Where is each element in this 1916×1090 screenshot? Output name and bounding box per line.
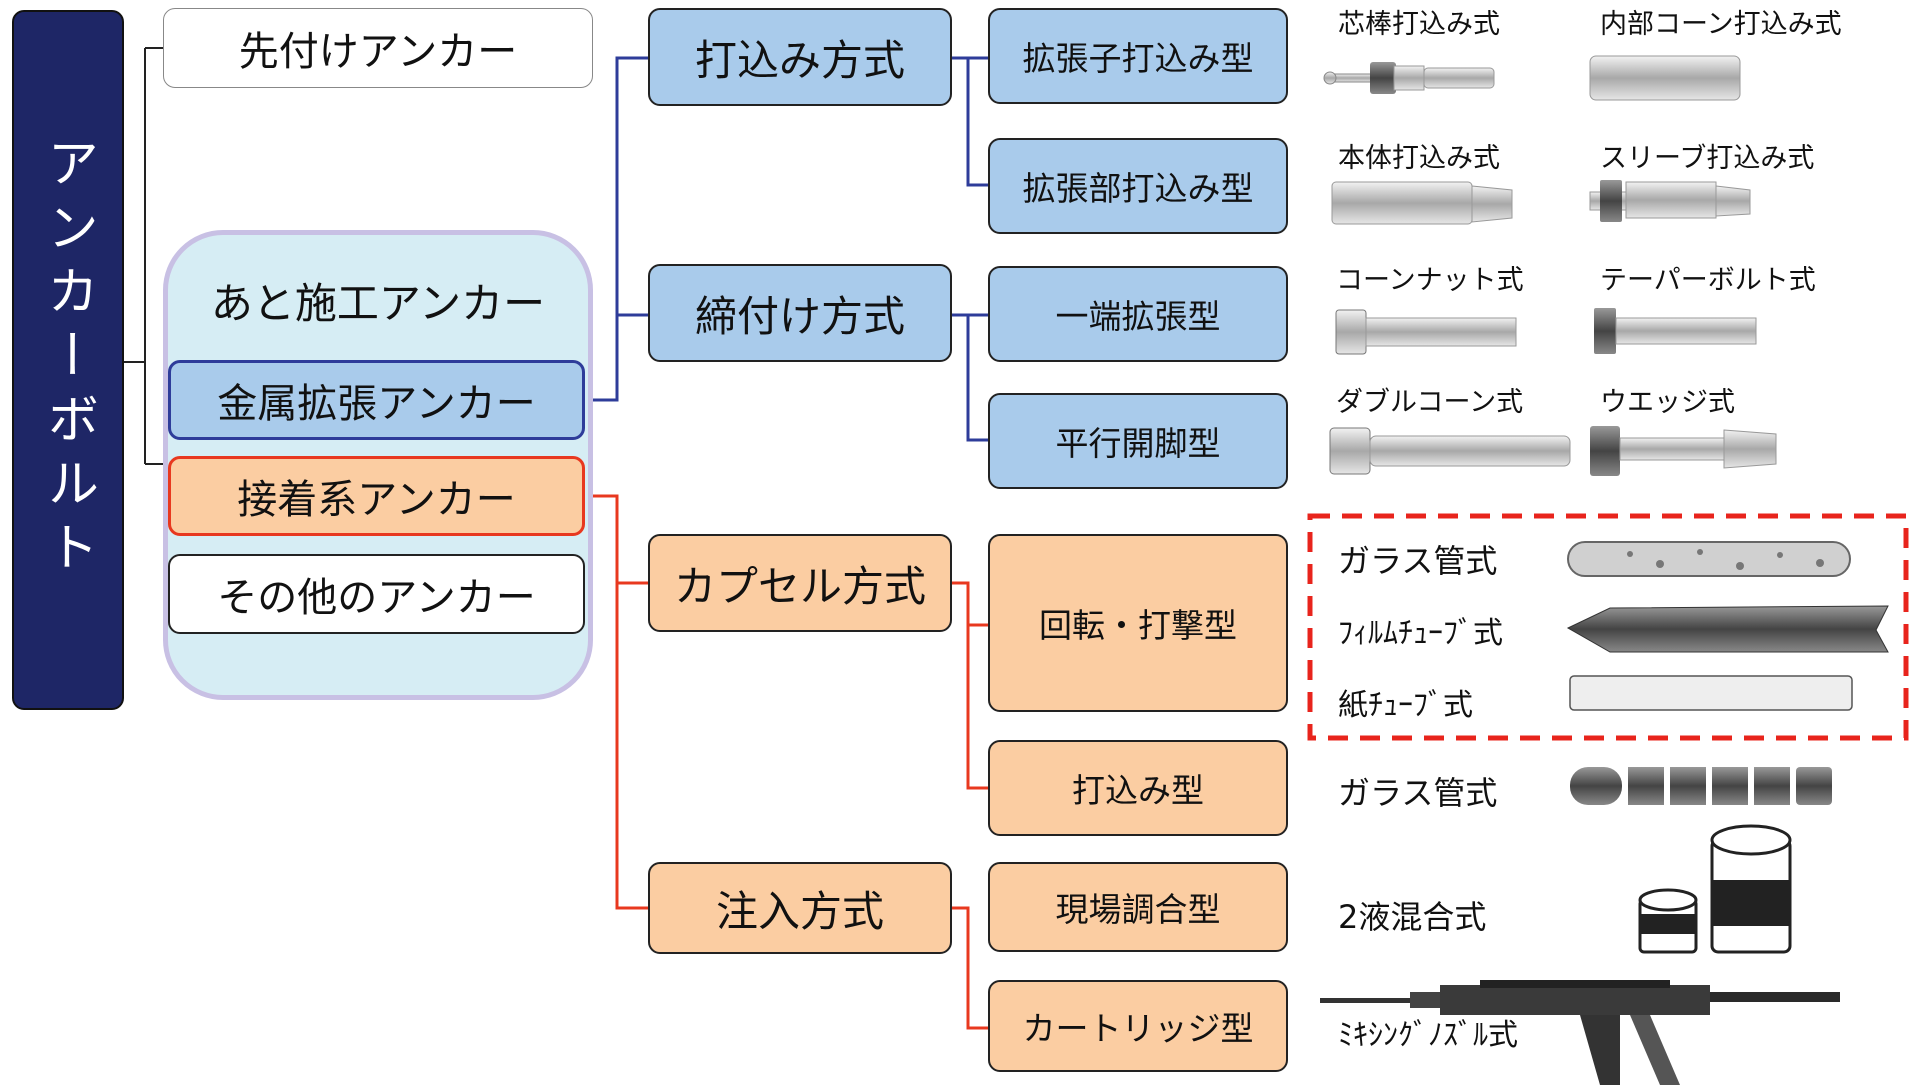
two-liquid-cans-image xyxy=(1638,824,1792,954)
type-drive-label: 打込み型 xyxy=(1072,771,1204,810)
variant-wedge-label: ウエッジ式 xyxy=(1600,387,1735,418)
variant-sleeve-label: スリーブ打込み式 xyxy=(1600,143,1815,174)
variant-cone-nut-label: コーンナット式 xyxy=(1336,265,1524,296)
type-one-end: 一端拡張型 xyxy=(988,266,1288,362)
variant-glass-tube-2-label: ガラス管式 xyxy=(1338,774,1498,812)
variant-two-liquid-label: 2液混合式 xyxy=(1338,898,1487,936)
type-rotary-impact-label: 回転・打撃型 xyxy=(1039,606,1237,645)
type-body-drive: 拡張部打込み型 xyxy=(988,138,1288,234)
type-expander-drive: 拡張子打込み型 xyxy=(988,8,1288,104)
variant-glass-tube-label: ガラス管式 xyxy=(1338,542,1498,580)
film-tube-capsule-image xyxy=(1566,605,1889,653)
method-inject: 注入方式 xyxy=(648,862,952,954)
type-site-mix-label: 現場調合型 xyxy=(1055,890,1221,929)
double-cone-anchor-image xyxy=(1329,427,1571,475)
precast-anchor-box: 先付けアンカー xyxy=(163,8,593,88)
variant-double-cone-label: ダブルコーン式 xyxy=(1336,387,1524,418)
variant-core-rod-label: 芯棒打込み式 xyxy=(1338,9,1500,40)
core-rod-anchor-image xyxy=(1323,62,1495,94)
blue-connectors xyxy=(585,56,988,442)
type-drive: 打込み型 xyxy=(988,740,1288,836)
method-drive: 打込み方式 xyxy=(648,8,952,106)
cone-nut-anchor-image xyxy=(1335,309,1517,355)
glass-tube-segmented-image xyxy=(1570,767,1832,805)
adhesive-anchor-label: 接着系アンカー xyxy=(237,477,516,523)
adhesive-anchor-box: 接着系アンカー xyxy=(168,456,585,536)
product-illustrations xyxy=(1320,55,1889,1085)
red-connectors xyxy=(585,494,988,1030)
variant-paper-tube-label: 紙ﾁｭｰﾌﾞ式 xyxy=(1338,688,1473,723)
inner-cone-anchor-image xyxy=(1589,55,1741,101)
dashed-highlight-frame xyxy=(1307,513,1909,741)
variant-body-label: 本体打込み式 xyxy=(1338,143,1500,174)
type-site-mix: 現場調合型 xyxy=(988,862,1288,952)
precast-anchor-label: 先付けアンカー xyxy=(238,29,518,75)
type-body-drive-label: 拡張部打込み型 xyxy=(1022,169,1254,208)
sleeve-drive-anchor-image xyxy=(1589,180,1751,222)
glass-tube-capsule-image xyxy=(1567,541,1851,577)
other-anchor-box: その他のアンカー xyxy=(168,554,585,634)
method-drive-label: 打込み方式 xyxy=(694,35,905,85)
method-tighten: 締付け方式 xyxy=(648,264,952,362)
body-drive-anchor-image xyxy=(1331,181,1513,225)
method-capsule-label: カプセル方式 xyxy=(673,561,926,611)
type-expander-drive-label: 拡張子打込み型 xyxy=(1022,39,1254,78)
taper-bolt-anchor-image xyxy=(1594,308,1757,354)
variant-film-tube-label: ﾌｨﾙﾑﾁｭｰﾌﾞ式 xyxy=(1338,616,1503,651)
metal-expansion-anchor-label: 金属拡張アンカー xyxy=(217,381,536,427)
type-parallel: 平行開脚型 xyxy=(988,393,1288,489)
metal-expansion-anchor-box: 金属拡張アンカー xyxy=(168,360,585,440)
method-inject-label: 注入方式 xyxy=(715,886,884,936)
type-cartridge-label: カートリッジ型 xyxy=(1022,1009,1254,1048)
variant-mixing-nozzle-label: ﾐｷｼﾝｸﾞﾉｽﾞﾙ式 xyxy=(1338,1018,1518,1053)
method-tighten-label: 締付け方式 xyxy=(694,291,905,341)
type-cartridge: カートリッジ型 xyxy=(988,980,1288,1072)
mixing-gun-image xyxy=(1320,980,1840,1085)
variant-taper-bolt-label: テーパーボルト式 xyxy=(1600,265,1816,296)
wedge-anchor-image xyxy=(1590,426,1777,476)
paper-tube-capsule-image xyxy=(1569,675,1853,711)
root-anchor-bolt: アンカーボルト xyxy=(12,10,124,710)
root-label: アンカーボルト xyxy=(37,136,98,584)
post-installed-anchor-title: あと施工アンカー xyxy=(210,279,546,328)
method-capsule: カプセル方式 xyxy=(648,534,952,632)
other-anchor-label: その他のアンカー xyxy=(217,575,536,621)
type-rotary-impact: 回転・打撃型 xyxy=(988,534,1288,712)
type-parallel-label: 平行開脚型 xyxy=(1055,424,1221,463)
type-one-end-label: 一端拡張型 xyxy=(1055,297,1221,336)
variant-inner-cone-label: 内部コーン打込み式 xyxy=(1600,9,1842,40)
